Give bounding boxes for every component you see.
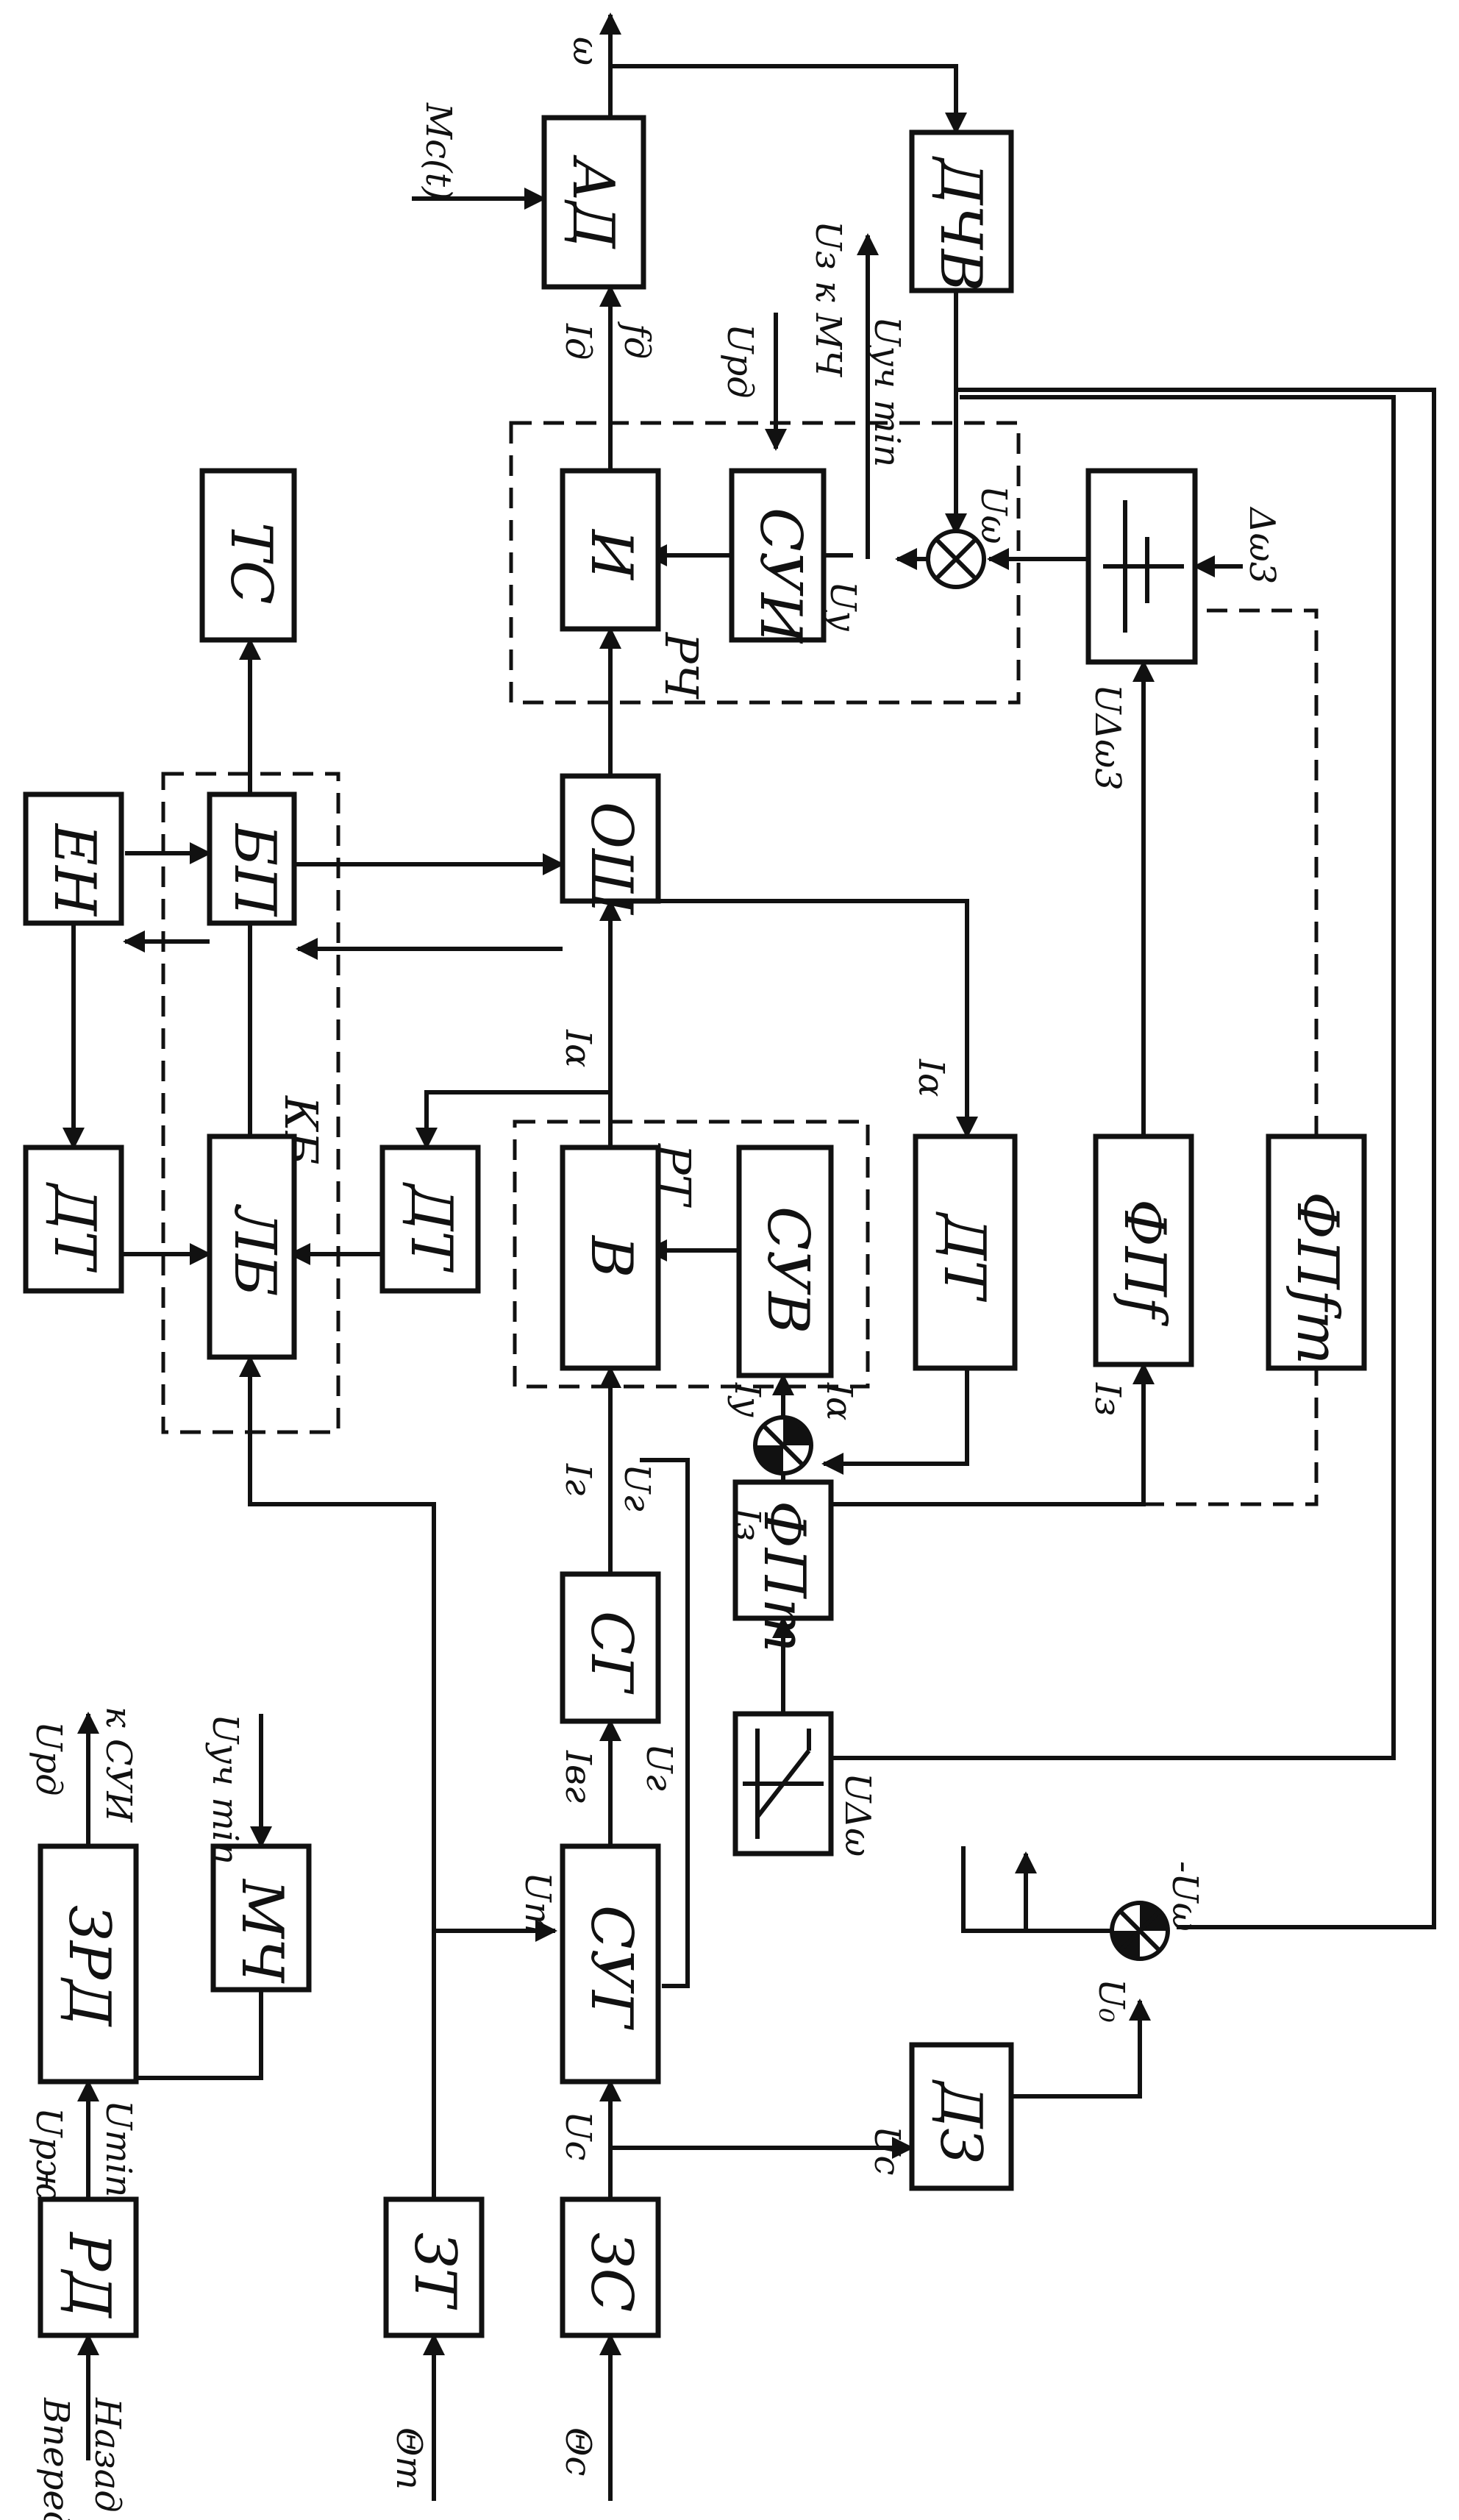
label-i-z1: Iз [727, 1507, 768, 1541]
label-u-g1: Uг [638, 1743, 679, 1791]
summing-junction-speed [926, 529, 986, 589]
block-sg: СГ [560, 1571, 661, 1724]
label-theta-c: Θс [557, 2427, 599, 2476]
label-k-sui: к СУИ [98, 1706, 139, 1823]
block-i: И [560, 468, 661, 632]
block-v: В [560, 1145, 661, 1371]
svg-text:ФПfт: ФПfт [1284, 1192, 1350, 1365]
block-fp-f: ФПf [1093, 1133, 1194, 1367]
block-lb: ЛБ [207, 1133, 297, 1360]
label-u-z-k-mch: Uз к МЧ [807, 221, 849, 378]
svg-text:ФПf: ФПf [1111, 1199, 1177, 1327]
group-rch-label: РЧ [654, 632, 708, 700]
svg-text:РД: РД [56, 2231, 122, 2318]
block-dchv: ДЧВ [909, 129, 1014, 293]
label-i-g: Iг [557, 1463, 599, 1495]
svg-text:ДЗ: ДЗ [927, 2079, 994, 2164]
svg-text:СГ: СГ [578, 1611, 644, 1695]
block-zrd: ЗРД [38, 1843, 139, 2085]
label-i-d: Iд [557, 323, 599, 360]
label-i-a3: Iα [910, 1058, 952, 1097]
block-zt: ЗТ [383, 2196, 485, 2338]
summing-junction-current [753, 1415, 813, 1476]
block-ts: ТС [199, 468, 297, 643]
label-omega: ω [565, 37, 606, 65]
svg-text:ДТ: ДТ [398, 1182, 464, 1273]
label-u-uch-min: Uуч min [866, 316, 907, 467]
block-mch: МЧ [210, 1843, 312, 1993]
label-i-a1: Iα [818, 1382, 860, 1420]
label-u-t: Uт [517, 1872, 558, 1935]
connections [63, 13, 1436, 2501]
block-sug: СУГ [560, 1843, 661, 2085]
block-dz: ДЗ [909, 2042, 1014, 2191]
label-u-dw: UΔω [837, 1773, 878, 1857]
signal-labels: Вперед Назад Uрж Umin Uрд к СУИ Uуч min … [28, 37, 1283, 2520]
block-nonlinearity [732, 1711, 834, 1857]
label-u-w: Uω [973, 485, 1014, 544]
label-minus-u-w: -Uω [1164, 1861, 1205, 1932]
label-u-dw3: UΔω3 [1087, 684, 1128, 791]
svg-text:МЧ: МЧ [229, 1878, 295, 1984]
block-bp: БП [207, 791, 297, 926]
svg-text:БП: БП [221, 822, 288, 917]
svg-text:ЗРД: ЗРД [56, 1905, 122, 2027]
label-u-c1: Uс [557, 2111, 599, 2160]
label-theta-t: Θт [388, 2427, 429, 2490]
label-u-g2: Uг [616, 1464, 657, 1512]
block-sui: СУИ [729, 468, 827, 644]
block-zs: ЗС [560, 2196, 661, 2338]
label-i-vg: Iвг [557, 1750, 599, 1803]
block-fp-t: ФПт [732, 1479, 834, 1653]
block-dt-1: ДТ [23, 1145, 124, 1294]
label-u-rzh: Uрж [28, 2107, 69, 2200]
block-dt-3: ДТ [913, 1133, 1018, 1371]
svg-text:ЛБ: ЛБ [221, 1203, 288, 1296]
label-i-a2: Iα [557, 1029, 599, 1067]
label-i-z2: Iз [1087, 1382, 1128, 1416]
group-rch-boundary [509, 421, 1021, 705]
svg-text:СУВ: СУВ [755, 1206, 821, 1334]
label-u-y: Uу [822, 581, 863, 631]
label-nazad: Назад [87, 2397, 128, 2513]
block-dt-2: ДТ [379, 1145, 481, 1294]
group-rt-boundary [513, 1120, 870, 1389]
block-osh: ОШ [560, 773, 661, 916]
block-en: ЕН [23, 791, 124, 926]
svg-text:ОШ: ОШ [578, 802, 644, 916]
block-ad: АД [541, 115, 646, 290]
label-m-c: Mc(t) [418, 102, 459, 201]
label-u-uch-min-in: Uуч min [204, 1714, 246, 1865]
block-fp-ft: ФПfт [1266, 1133, 1367, 1371]
label-dw3: Δω3 [1241, 506, 1283, 584]
label-u-min: Umin [98, 2100, 139, 2197]
block-rd: РД [38, 2196, 139, 2338]
svg-text:ДТ: ДТ [931, 1211, 997, 1302]
label-u-0: U₀ [1091, 1979, 1132, 2023]
svg-text:В: В [578, 1234, 644, 1278]
label-f-d: fд [616, 321, 657, 359]
block-suv: СУВ [736, 1145, 834, 1378]
svg-text:ЕН: ЕН [41, 822, 107, 917]
svg-text:ДЧВ: ДЧВ [927, 156, 994, 291]
svg-text:СУГ: СУГ [578, 1905, 644, 2030]
block-limiter [1085, 468, 1198, 665]
svg-text:ЗС: ЗС [578, 2232, 644, 2312]
svg-text:ТС: ТС [218, 522, 284, 605]
label-u-rd: Uрд [28, 1721, 69, 1796]
svg-text:СУИ: СУИ [747, 508, 813, 644]
svg-text:АД: АД [560, 154, 626, 249]
label-u-c2: Uс [866, 2126, 907, 2175]
label-i-y: Iу [727, 1382, 768, 1417]
svg-text:ФПт: ФПт [751, 1501, 817, 1653]
svg-text:ЗТ: ЗТ [402, 2232, 468, 2310]
label-vpered: Вперед [35, 2397, 76, 2520]
svg-text:ДТ: ДТ [41, 1182, 107, 1273]
summing-junction-slip [1110, 1901, 1170, 1961]
svg-text:И: И [578, 528, 644, 581]
label-u-rd2: Uрд [719, 324, 760, 399]
